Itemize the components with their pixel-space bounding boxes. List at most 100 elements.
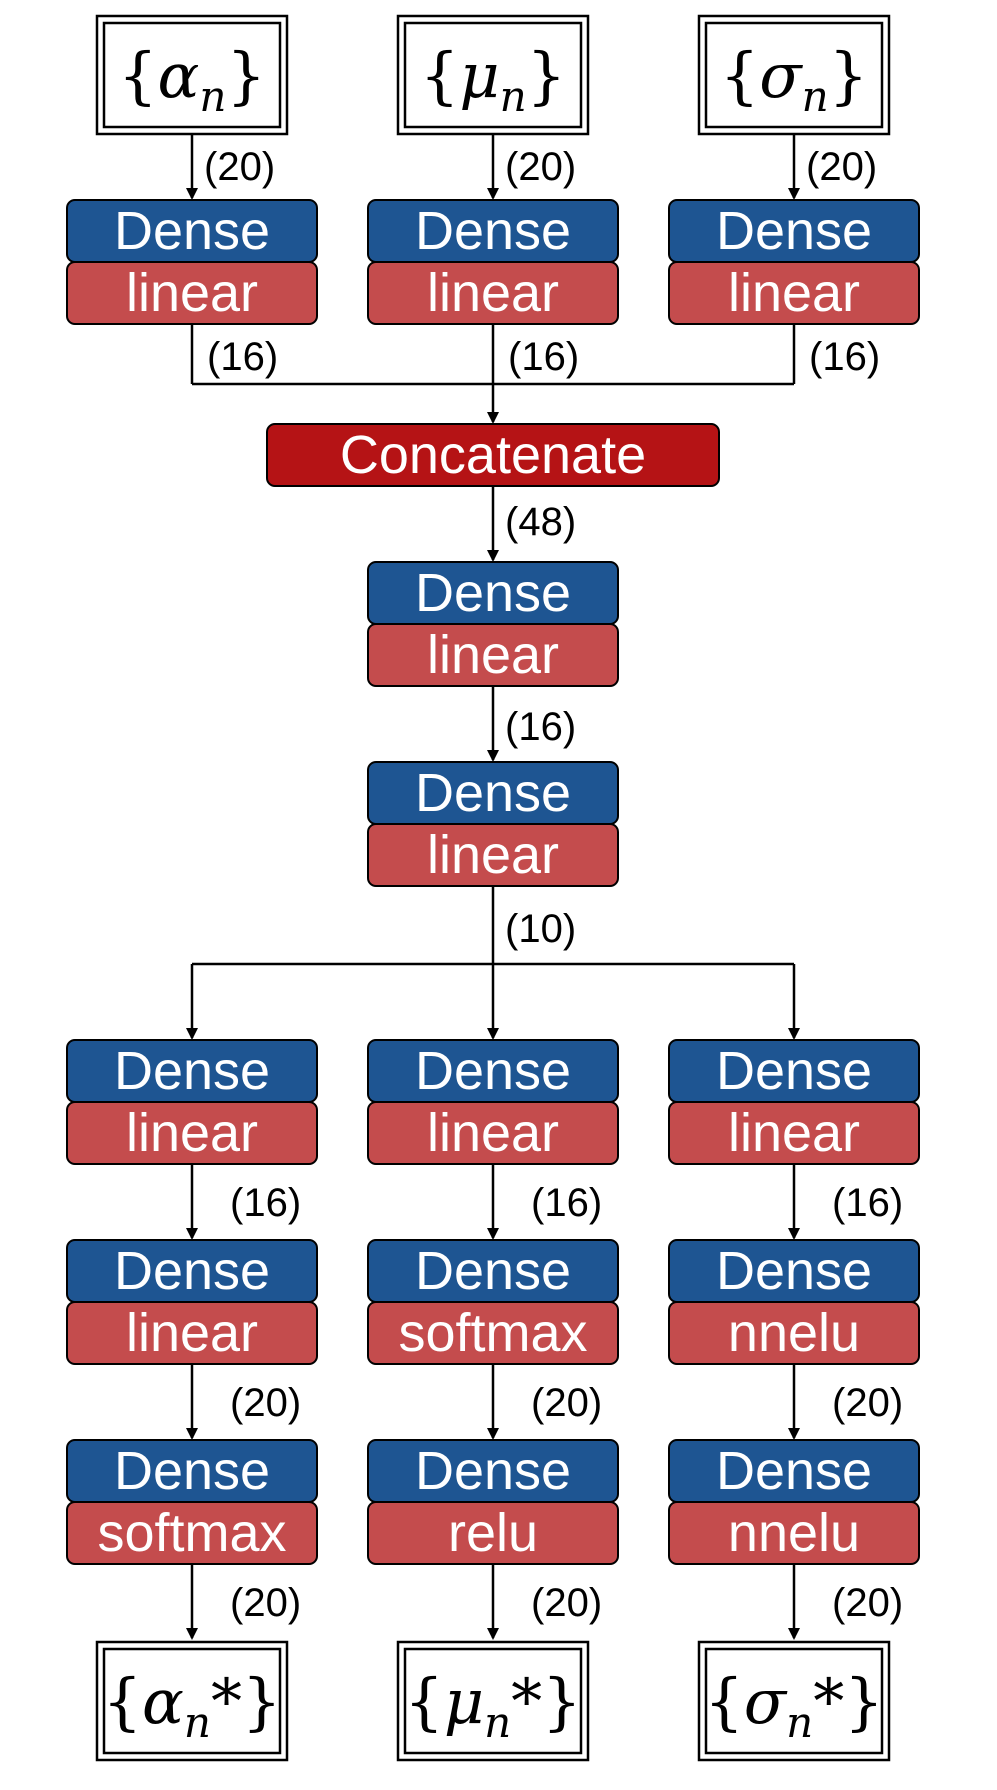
activation-label: linear [427,1103,559,1163]
outer-frame [697,14,891,136]
input-box-mu: {μn} [396,14,590,136]
math-label: {αn} [118,39,266,121]
math-brace: { [704,1665,743,1738]
math-subscript: n [484,1698,511,1747]
activation-cell [367,261,619,325]
output-box-mu: {μn*} [396,1640,590,1762]
math-brace: { [118,39,157,112]
layer-type-label: Dense [415,763,571,823]
math-subscript: n [802,72,829,121]
layer-type-label: Dense [114,1441,270,1501]
layer-type-label: Dense [716,1441,872,1501]
activation-label: linear [728,1103,860,1163]
inner-frame [704,1647,884,1755]
activation-cell [668,1101,920,1165]
layer-type-label: Dense [716,201,872,261]
input-layer-dim-label: (16) [508,335,579,379]
activation-cell [66,1101,318,1165]
math-label: {αn*} [103,1665,282,1747]
connections [186,134,800,1640]
math-brace: } [844,1665,883,1738]
activation-label: softmax [97,1503,286,1563]
activation-label: softmax [398,1303,587,1363]
activation-label: nnelu [728,1303,860,1363]
branch-dim-label: (16) [531,1181,602,1225]
math-label: {σn} [720,39,868,121]
branch-dim-label: (20) [832,1381,903,1425]
activation-label: nnelu [728,1503,860,1563]
layer-type-label: Dense [114,1241,270,1301]
activation-cell [66,1501,318,1565]
activation-cell [367,1301,619,1365]
math-brace: { [720,39,759,112]
math-label: {μn*} [404,1665,581,1747]
input-layer-dim-label: (16) [809,335,880,379]
activation-label: linear [427,263,559,323]
outer-frame [95,14,289,136]
activation-label: linear [126,263,258,323]
layer-type-label: Dense [415,1041,571,1101]
branch-dim-label: (16) [832,1181,903,1225]
input-box-alpha: {αn} [95,14,289,136]
math-brace: { [420,39,459,112]
activation-cell [668,261,920,325]
layer-type-label: Dense [114,201,270,261]
activation-cell [668,1501,920,1565]
math-subscript: n [500,72,527,121]
activation-label: linear [427,825,559,885]
math-label: {μn} [420,39,566,121]
dimension-labels: (20)(20)(20)(16)(16)(16)(48)(16)(10)(16)… [204,145,903,1625]
concatenate-cell [266,423,720,487]
outer-frame [396,14,590,136]
activation-label: linear [126,1103,258,1163]
math-brace: { [103,1665,142,1738]
output-box-sigma: {σn*} [697,1640,891,1762]
activation-label: relu [448,1503,538,1563]
layer-type-label: Dense [716,1041,872,1101]
math-suffix: * [511,1665,542,1738]
activation-cell [367,823,619,887]
branch-dim-label: (20) [832,1581,903,1625]
layer-type-label: Dense [415,1241,571,1301]
input-dim-label: (20) [806,145,877,189]
activation-label: linear [126,1303,258,1363]
branch-dim-label: (20) [230,1381,301,1425]
concatenate-layer: Concatenate [266,423,720,487]
concatenate-label: Concatenate [340,425,646,485]
inner-frame [102,21,282,129]
math-base: μ [444,1665,484,1738]
input-layer-dim-label: (16) [207,335,278,379]
layer-type-label: Dense [114,1041,270,1101]
layer-type-label: Dense [415,201,571,261]
layer-type-label: Dense [415,563,571,623]
inner-frame [403,21,583,129]
activation-cell [66,1301,318,1365]
math-subscript: n [184,1698,211,1747]
math-brace: } [829,39,868,112]
math-suffix: * [211,1665,242,1738]
math-base: μ [459,39,499,112]
branch-dim-label: (20) [230,1581,301,1625]
input-dim-label: (20) [204,145,275,189]
layer-type-label: Dense [716,1241,872,1301]
inner-frame [102,1647,282,1755]
math-base: σ [759,39,803,112]
activation-label: linear [427,625,559,685]
output-box-alpha: {αn*} [95,1640,289,1762]
layer-type-label: Dense [415,1441,571,1501]
inner-frame [403,1647,583,1755]
input-box-sigma: {σn} [697,14,891,136]
activation-label: linear [728,263,860,323]
math-brace: { [404,1665,443,1738]
math-brace: } [542,1665,581,1738]
outer-frame [95,1640,289,1762]
math-base: σ [744,1665,788,1738]
